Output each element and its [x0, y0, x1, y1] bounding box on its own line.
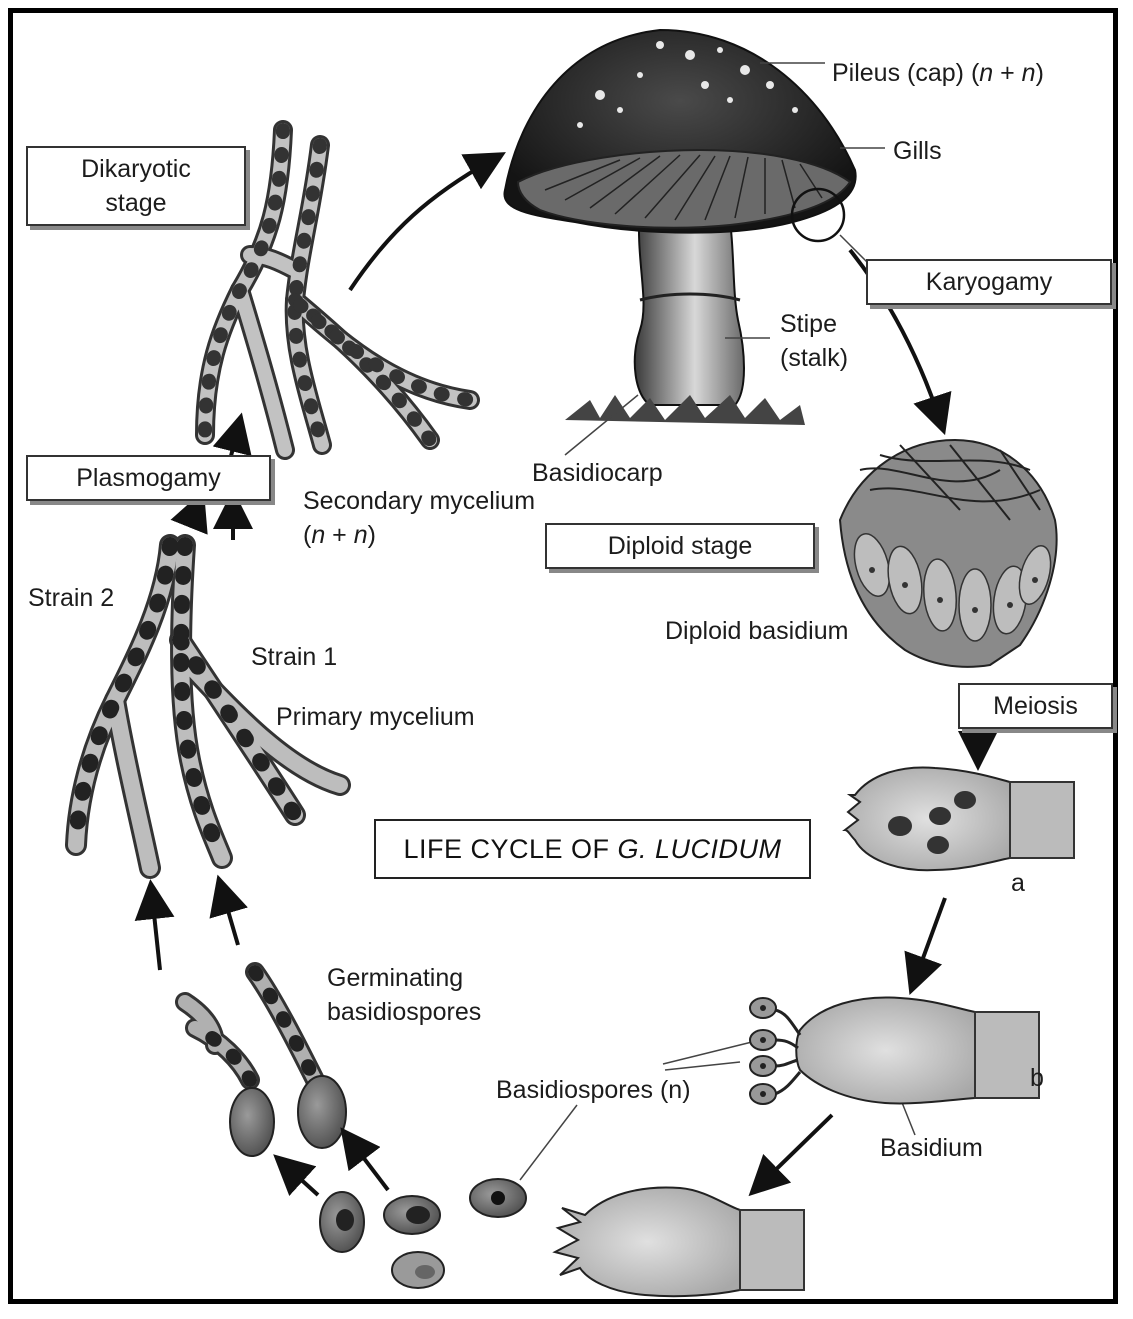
basidiospores-label: Basidiospores (n) — [496, 1073, 691, 1107]
gills-label: Gills — [893, 134, 942, 168]
basidiospores-icon — [320, 1179, 526, 1288]
basidiocarp-label: Basidiocarp — [532, 456, 663, 490]
diploid-tissue-icon — [840, 440, 1057, 667]
basidium-a-icon — [845, 767, 1074, 870]
pileus-label: Pileus (cap) (n + n) — [832, 56, 1044, 90]
dikaryotic-stage-box: Dikaryotic stage — [26, 146, 246, 226]
strain-1-label: Strain 1 — [251, 640, 337, 674]
diploid-basidium-label: Diploid basidium — [665, 614, 848, 648]
stipe-label: Stipe (stalk) — [780, 307, 875, 375]
primary-mycelium-label: Primary mycelium — [276, 700, 475, 734]
meiosis-box: Meiosis — [958, 683, 1113, 729]
basidium-b-icon — [750, 997, 1039, 1104]
germinating-spores-icon — [185, 972, 346, 1156]
basidium-label: Basidium — [880, 1131, 983, 1165]
diagram-title: LIFE CYCLE OF G. LUCIDUM — [374, 819, 811, 879]
karyogamy-box: Karyogamy — [866, 259, 1112, 305]
germinating-label: Germinating basidiospores — [327, 961, 537, 1029]
empty-basidium-icon — [555, 1187, 804, 1296]
stage-b-label: b — [1030, 1061, 1044, 1095]
plasmogamy-box: Plasmogamy — [26, 455, 271, 501]
secondary-mycelium-label: Secondary mycelium (n + n) — [303, 484, 548, 552]
diploid-stage-box: Diploid stage — [545, 523, 815, 569]
stage-a-label: a — [1011, 866, 1025, 900]
strain-2-label: Strain 2 — [28, 581, 114, 615]
